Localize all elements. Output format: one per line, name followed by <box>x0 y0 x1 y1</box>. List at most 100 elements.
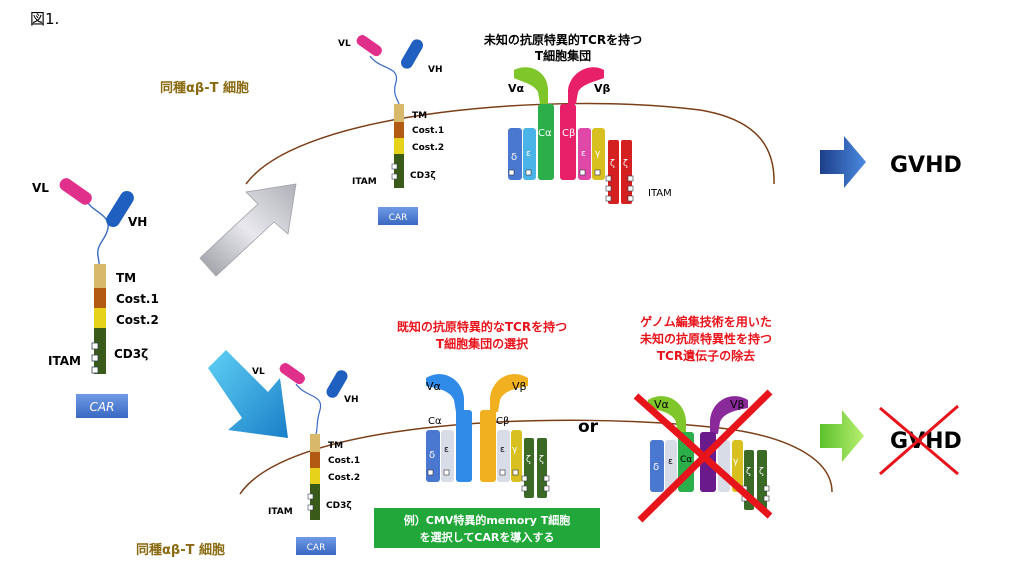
cd3-epsilon <box>578 128 591 180</box>
zeta-label: ζ <box>539 455 544 465</box>
itam-label: ITAM <box>352 177 377 187</box>
bottom-cell-label: 同種αβ-T 細胞 <box>136 542 225 558</box>
cost2-label: Cost.2 <box>328 473 360 483</box>
tcr-complex-top: Vα Vβ Cα Cβ δ ε ε γ ζ ζ ITAM <box>508 67 672 204</box>
genome-line3: TCR遺伝子の除去 <box>657 348 755 363</box>
cd3-delta <box>508 128 522 180</box>
delta-label: δ <box>429 450 435 461</box>
vh-label: VH <box>128 215 147 229</box>
vl-domain <box>356 35 382 57</box>
tcr-title-line1: 未知の抗原特異的TCRを持つ <box>483 32 642 47</box>
eps-label: ε <box>668 457 673 467</box>
arrow-down-cyan <box>208 350 288 438</box>
known-tcr-line1: 既知の抗原特異的なTCRを持つ <box>397 319 567 334</box>
vh-label: VH <box>344 395 359 405</box>
car-badge-label: CAR <box>90 400 115 414</box>
car-badge-label: CAR <box>389 213 408 223</box>
cb-label: Cβ <box>496 416 509 427</box>
cost2-label: Cost.2 <box>412 143 444 153</box>
eps-label: ε <box>444 445 449 455</box>
vb-label: Vβ <box>512 380 527 393</box>
car-badge <box>76 394 128 418</box>
ca-label: Cα <box>680 455 692 465</box>
tm-label: TM <box>116 271 136 285</box>
car-badge <box>296 537 336 555</box>
example-box <box>374 508 600 548</box>
vl-label: VL <box>338 39 351 49</box>
itam-label: ITAM <box>48 354 81 368</box>
example-line2: を選択してCARを導入する <box>420 530 555 544</box>
top-panel: 同種αβ-T 細胞 VL VH TM Cost.1 Cost.2 CD3ζ IT… <box>160 32 962 225</box>
itam-label: ITAM <box>268 507 293 517</box>
cd3z-label: CD3ζ <box>326 501 352 511</box>
cost1-label: Cost.1 <box>412 126 444 136</box>
car-construct-top: VL VH TM Cost.1 Cost.2 CD3ζ ITAM CAR <box>338 35 444 225</box>
tcr-complex-removed: Vα Vβ δ ε Cα γ ζ ζ <box>633 389 773 523</box>
car-construct-bottom: VL VH TM Cost.1 Cost.2 CD3ζ ITAM CAR <box>252 363 360 555</box>
arrow-up-grey <box>199 183 297 277</box>
bottom-panel: 同種αβ-T 細胞 VL VH TM Cost.1 Cost.2 CD3ζ IT… <box>136 314 962 558</box>
arrow-right-green <box>820 410 864 462</box>
genome-line1: ゲノム編集技術を用いた <box>640 314 772 329</box>
vl-label: VL <box>252 367 265 377</box>
itam-box <box>91 354 99 362</box>
va-label: Vα <box>508 82 525 95</box>
vh-domain <box>401 39 423 69</box>
cd3-epsilon <box>523 128 536 180</box>
va-label: Vα <box>654 398 669 411</box>
car-construct-left: VL VH TM Cost.1 Cost.2 CD3ζ ITAM CAR <box>32 178 159 418</box>
tm-domain <box>94 264 106 288</box>
cost1-label: Cost.1 <box>116 292 159 306</box>
vh-label: VH <box>428 65 443 75</box>
car-badge-label: CAR <box>307 543 326 553</box>
zeta-chain <box>621 140 632 204</box>
v-alpha-chain <box>514 67 548 104</box>
arrow-right-blue <box>820 136 866 188</box>
c-beta-chain <box>560 104 576 180</box>
cost2-label: Cost.2 <box>116 313 159 327</box>
vl-domain <box>59 178 92 205</box>
delta-label: δ <box>511 152 517 163</box>
zeta-label: ζ <box>746 467 751 477</box>
red-x-mark <box>879 404 959 476</box>
vh-domain <box>326 370 348 398</box>
cd3z-label: CD3ζ <box>114 347 148 361</box>
tcr-title-line2: T細胞集団 <box>535 48 591 63</box>
cost1-label: Cost.1 <box>328 456 360 466</box>
ca-label: Cα <box>428 416 442 427</box>
known-tcr-line2: T細胞集団の選択 <box>436 336 529 351</box>
top-cell-label: 同種αβ-T 細胞 <box>160 80 249 96</box>
figure-label: 図1. <box>30 10 59 28</box>
red-x-mark <box>637 389 773 523</box>
vb-label: Vβ <box>594 82 611 95</box>
tcr-complex-known: Vα Vβ Cα Cβ δ ε ε γ ζ ζ <box>426 374 550 498</box>
example-line1: 例）CMV特異的memory T細胞 <box>404 513 570 527</box>
zeta-label: ζ <box>759 467 764 477</box>
cb-label: Cβ <box>562 128 575 139</box>
eps-label: ε <box>526 149 531 159</box>
tm-label: TM <box>328 441 343 451</box>
zeta-label: ζ <box>526 455 531 465</box>
gamma-label: γ <box>512 445 518 455</box>
eps-label: ε <box>500 445 505 455</box>
va-label: Vα <box>426 380 441 393</box>
vl-label: VL <box>32 181 49 195</box>
eps-label: ε <box>581 149 586 159</box>
cd3z-label: CD3ζ <box>410 171 436 181</box>
cd3z-domain <box>94 328 106 374</box>
car-badge <box>378 207 418 225</box>
v-beta-chain <box>568 67 604 104</box>
vb-label: Vβ <box>730 398 745 411</box>
zeta-label: ζ <box>610 159 615 169</box>
genome-line2: 未知の抗原特異性を持つ <box>639 331 772 346</box>
c-alpha-chain <box>538 104 554 180</box>
zeta-chain <box>608 140 619 204</box>
vh-domain <box>106 190 134 228</box>
vl-domain <box>279 363 305 385</box>
cell-membrane-top <box>245 102 775 185</box>
itam-box <box>91 342 99 350</box>
itam-box <box>91 366 99 374</box>
ca-label: Cα <box>538 128 552 139</box>
gvhd-top: GVHD <box>890 153 962 178</box>
